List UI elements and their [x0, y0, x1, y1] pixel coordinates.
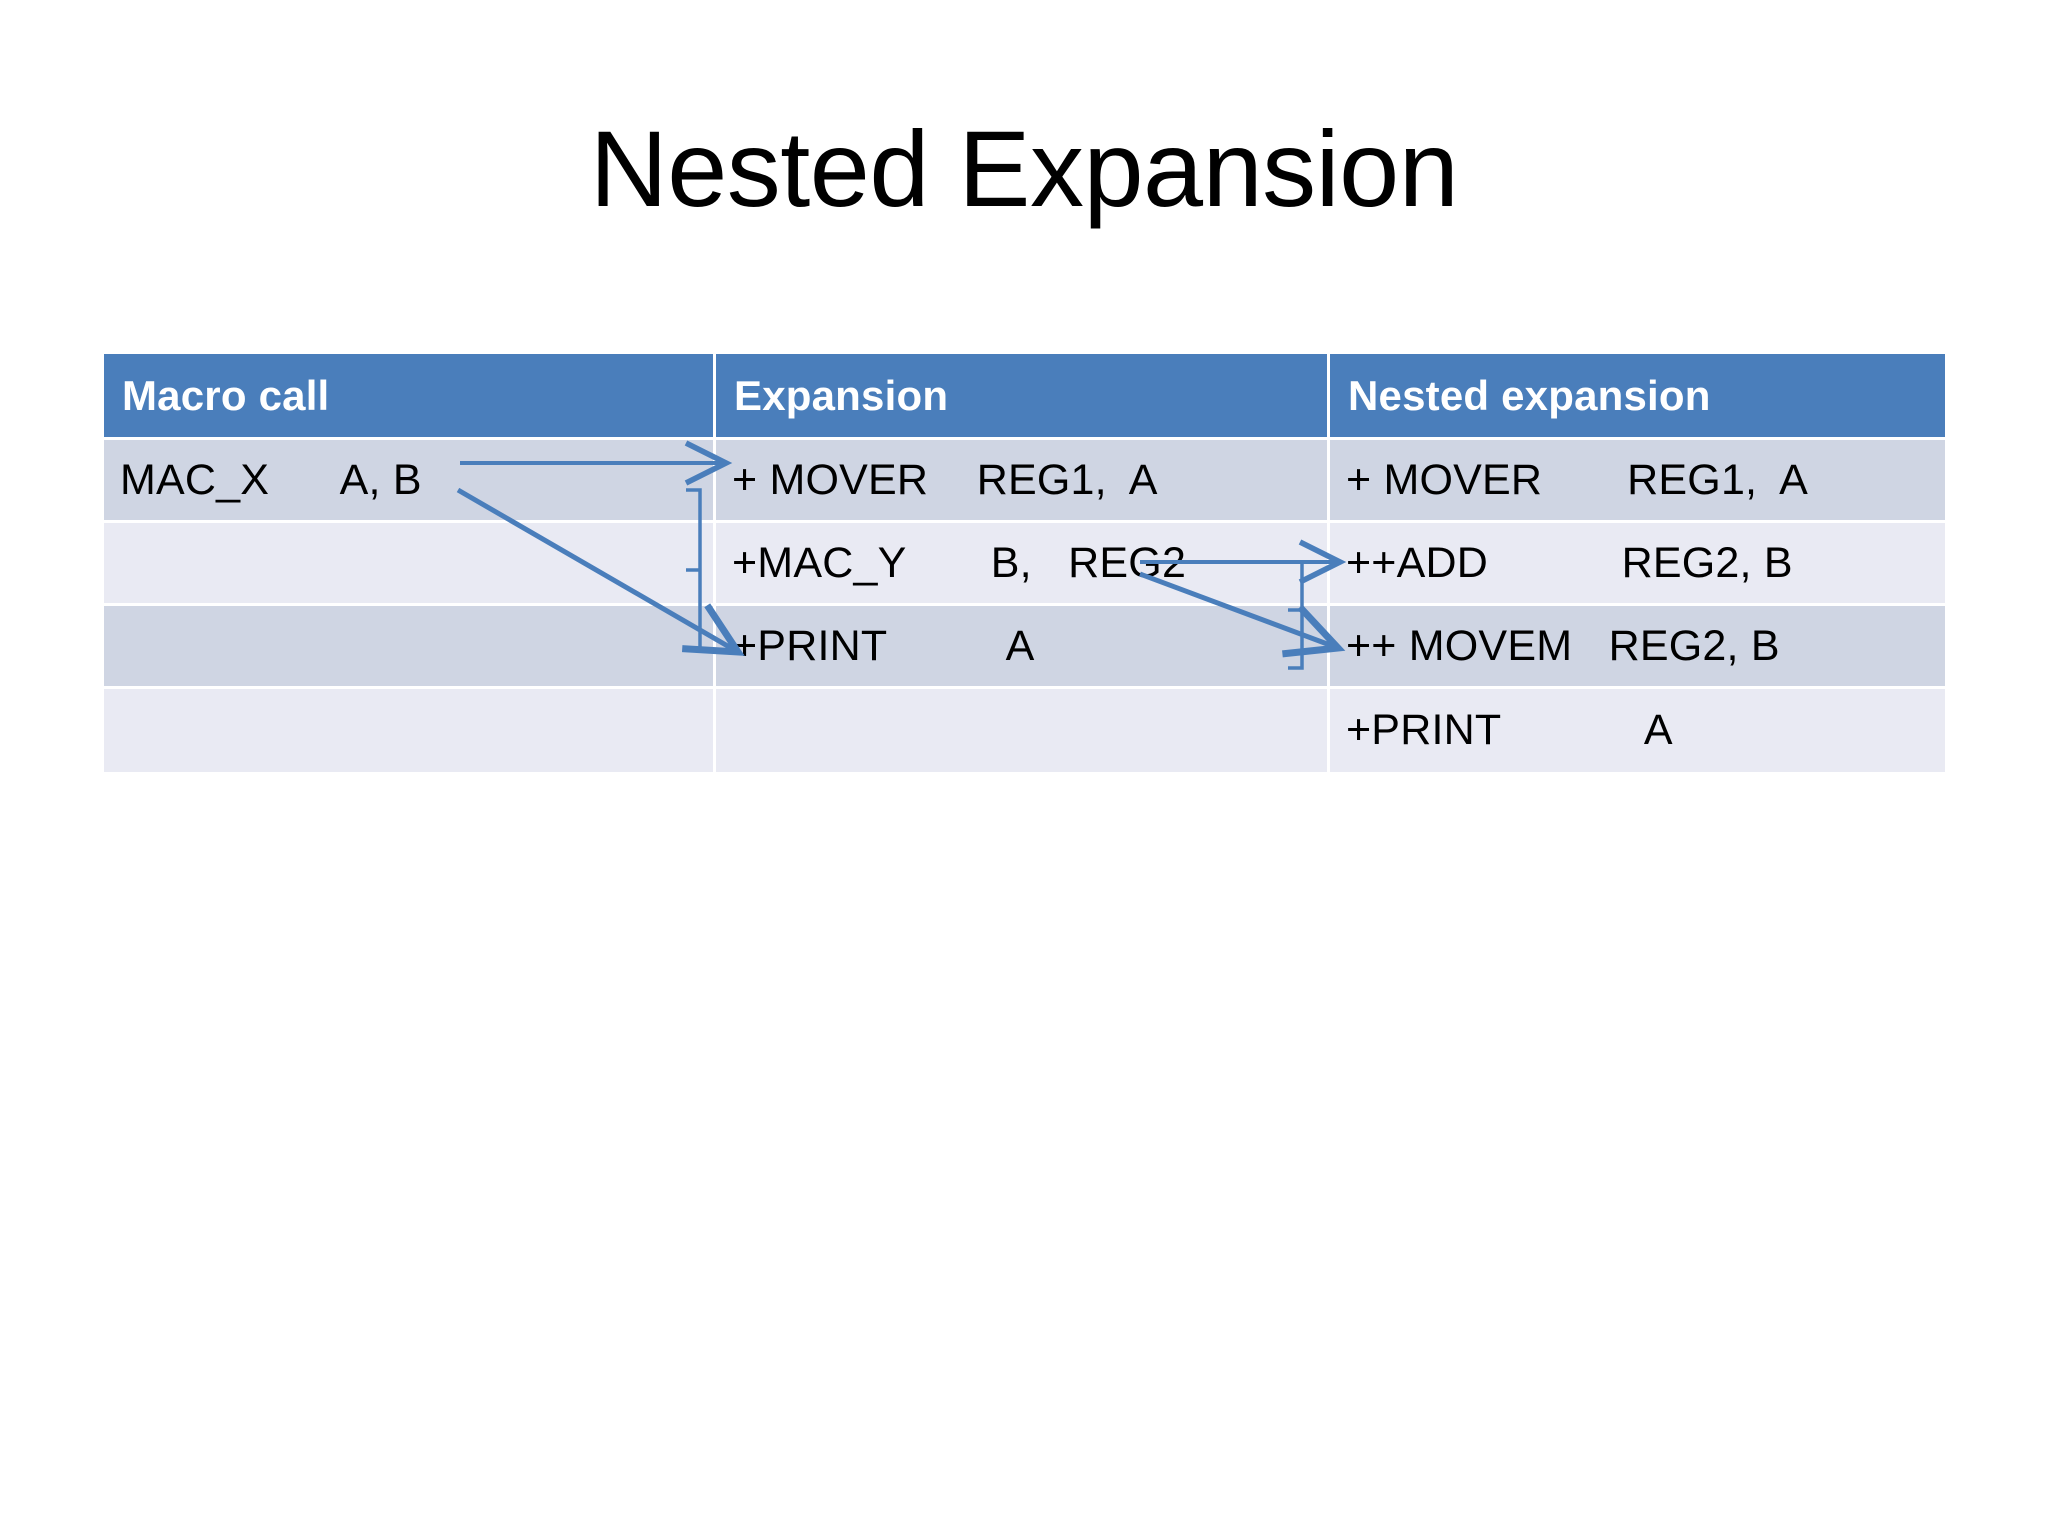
- table-row: +MAC_Y B, REG2 ++ADD REG2, B: [104, 523, 1945, 606]
- cell-macro-call: [104, 689, 716, 772]
- cell-macro-call: [104, 523, 716, 606]
- cell-nested-expansion: ++ MOVEM REG2, B: [1330, 606, 1945, 689]
- column-header-expansion: Expansion: [716, 354, 1330, 440]
- table-row: MAC_X A, B + MOVER REG1, A + MOVER REG1,…: [104, 440, 1945, 523]
- cell-expansion: +MAC_Y B, REG2: [716, 523, 1330, 606]
- table-row: +PRINT A ++ MOVEM REG2, B: [104, 606, 1945, 689]
- cell-macro-call: [104, 606, 716, 689]
- cell-expansion: + MOVER REG1, A: [716, 440, 1330, 523]
- cell-expansion: +PRINT A: [716, 606, 1330, 689]
- column-header-nested-expansion: Nested expansion: [1330, 354, 1945, 440]
- cell-nested-expansion: ++ADD REG2, B: [1330, 523, 1945, 606]
- cell-expansion: [716, 689, 1330, 772]
- column-header-macro-call: Macro call: [104, 354, 716, 440]
- nested-expansion-table: Macro call Expansion Nested expansion MA…: [104, 354, 1945, 772]
- cell-nested-expansion: +PRINT A: [1330, 689, 1945, 772]
- page-title: Nested Expansion: [589, 108, 1459, 229]
- cell-macro-call: MAC_X A, B: [104, 440, 716, 523]
- cell-nested-expansion: + MOVER REG1, A: [1330, 440, 1945, 523]
- table-header-row: Macro call Expansion Nested expansion: [104, 354, 1945, 440]
- table-row: +PRINT A: [104, 689, 1945, 772]
